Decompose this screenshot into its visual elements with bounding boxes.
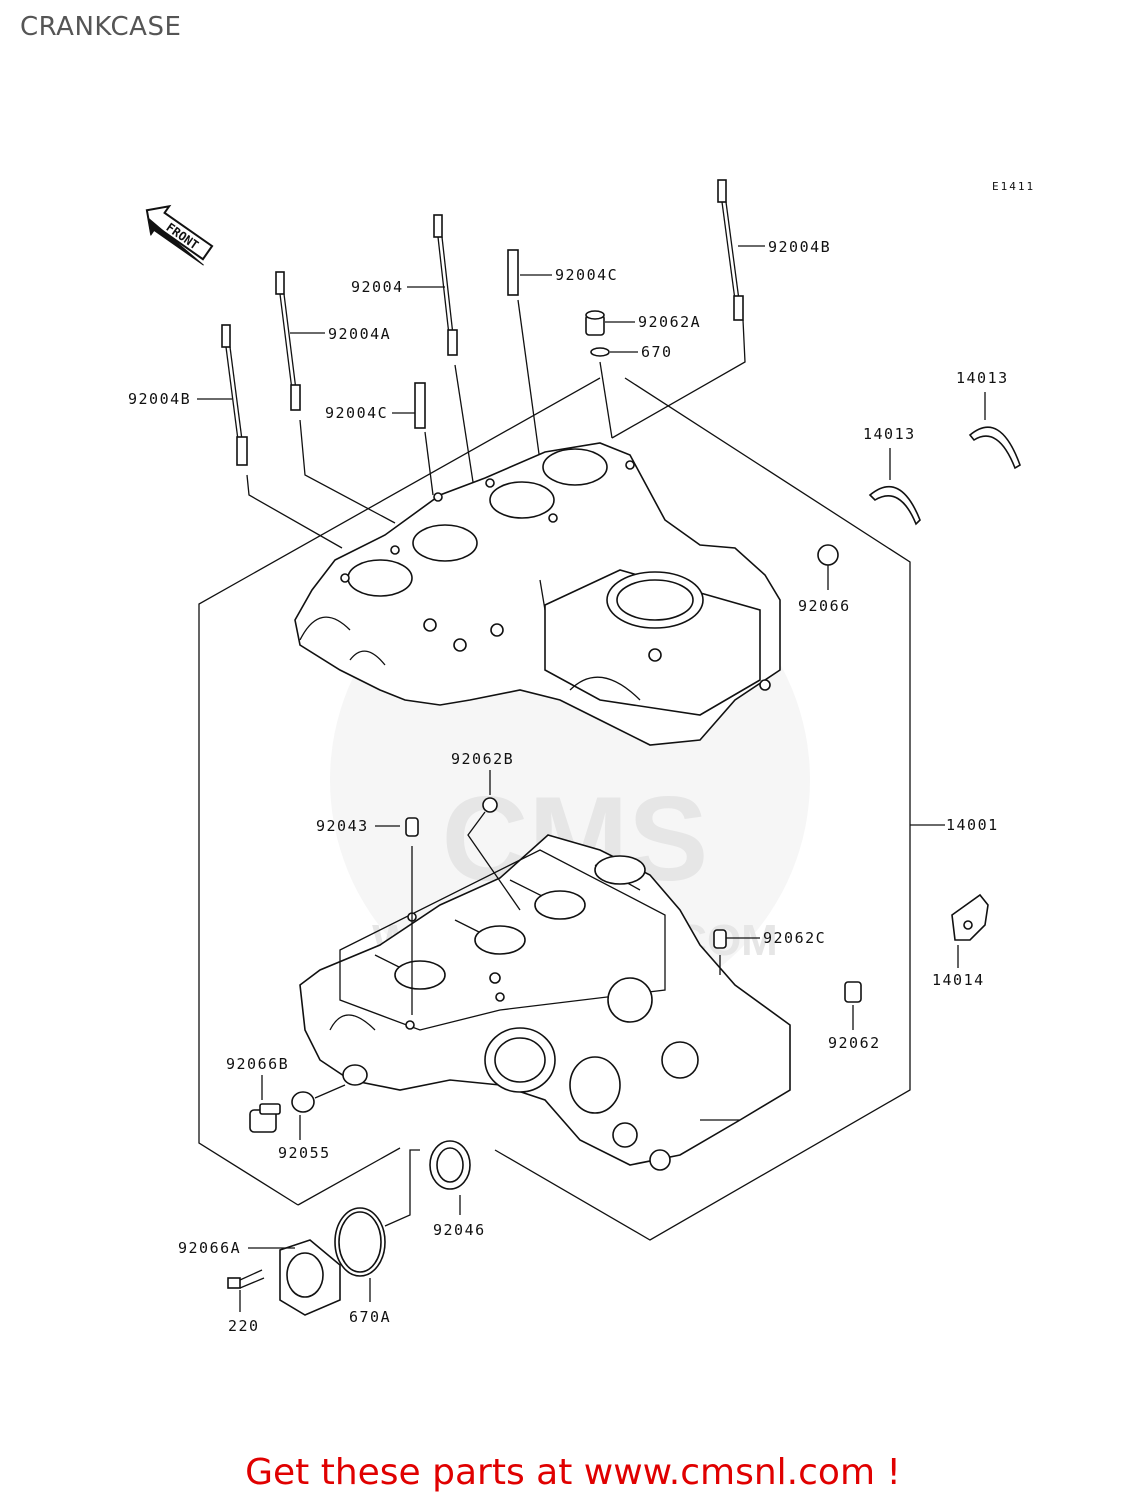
callout-92062A: 92062A — [638, 313, 701, 331]
callout-92043: 92043 — [316, 817, 369, 835]
callout-670: 670 — [641, 343, 673, 361]
bracket-14014 — [951, 893, 989, 968]
oring-670 — [590, 347, 613, 439]
stud-92004B-top — [611, 179, 746, 439]
front-arrow-icon: FRONT — [145, 204, 214, 266]
upper-crankcase — [294, 442, 781, 746]
callout-92004B-left: 92004B — [128, 390, 191, 408]
callout-14001: 14001 — [946, 816, 999, 834]
callout-92062C: 92062C — [763, 929, 826, 947]
stud-92004B-left — [221, 324, 343, 549]
plug-92062 — [844, 981, 862, 1030]
callout-14014: 14014 — [932, 971, 985, 989]
callout-220: 220 — [228, 1317, 260, 1335]
callout-92066B: 92066B — [226, 1055, 289, 1073]
half-bearing-14013-right — [968, 392, 1021, 470]
callout-92066: 92066 — [798, 597, 851, 615]
stud-92004 — [433, 214, 476, 496]
footer-cta[interactable]: Get these parts at www.cmsnl.com ! — [245, 1452, 901, 1493]
page-title: CRANKCASE — [20, 12, 182, 42]
callout-92046: 92046 — [433, 1221, 486, 1239]
callout-14013-right: 14013 — [956, 369, 1009, 387]
callout-92004A: 92004A — [328, 325, 391, 343]
plug-92066 — [817, 544, 839, 590]
callout-92004C-mid: 92004C — [325, 404, 388, 422]
bolt-220 — [227, 1269, 265, 1312]
bearing-92046 — [429, 1140, 471, 1215]
stud-92004C-mid — [414, 382, 434, 496]
lower-crankcase — [299, 834, 791, 1171]
half-bearing-14013-left — [868, 448, 921, 526]
cover-92066A — [248, 1239, 341, 1316]
callout-92004: 92004 — [351, 278, 404, 296]
callout-92004C-top: 92004C — [555, 266, 618, 284]
small-parts — [227, 310, 1021, 1316]
plug-92066B — [249, 1075, 281, 1133]
dowel-92062B — [467, 770, 521, 911]
callout-92055: 92055 — [278, 1144, 331, 1162]
callout-labels: 92004B 92004C 92004 92004A 92004B 92004C… — [128, 238, 1009, 1335]
callout-92062B: 92062B — [451, 750, 514, 768]
callout-14013-left: 14013 — [863, 425, 916, 443]
dowel-92043 — [375, 817, 419, 1015]
stud-92004A — [275, 271, 396, 524]
dowel-92062C — [713, 929, 760, 975]
callout-670A: 670A — [349, 1308, 391, 1326]
oring-92055 — [291, 1084, 346, 1140]
callout-92066A: 92066A — [178, 1239, 241, 1257]
oring-670A — [334, 1207, 386, 1302]
callout-92062: 92062 — [828, 1034, 881, 1052]
assembly-bracket — [198, 377, 945, 1241]
diagram-code: E1411 — [992, 180, 1035, 193]
leader-lines — [197, 245, 765, 414]
studs — [221, 179, 746, 549]
callout-92004B-top: 92004B — [768, 238, 831, 256]
dowel-92062A — [585, 310, 605, 336]
